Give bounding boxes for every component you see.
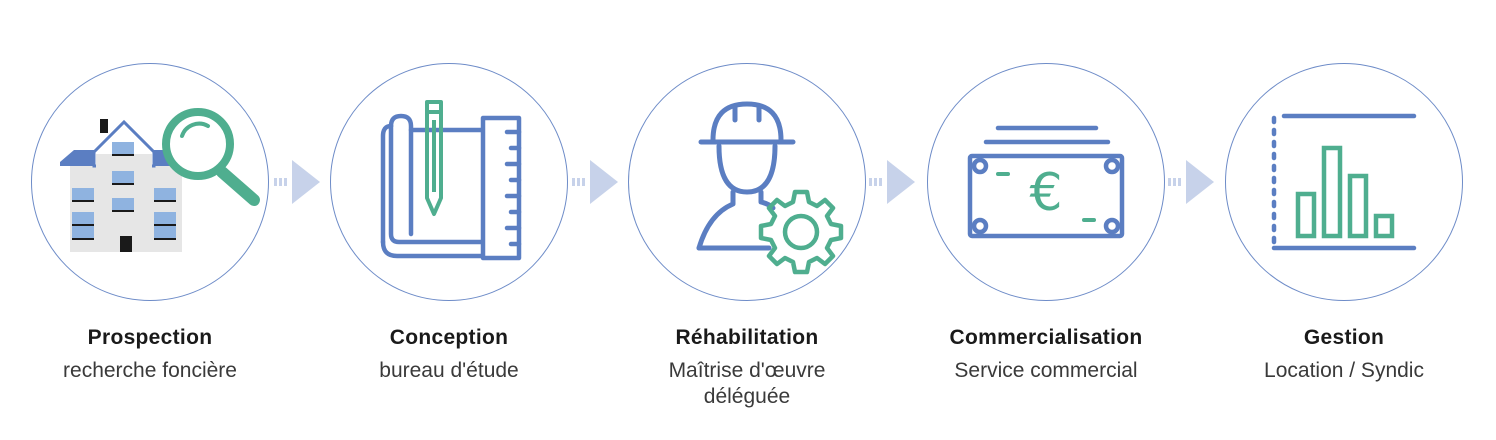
step-circle bbox=[1225, 63, 1463, 301]
step-subtitle: recherche foncière bbox=[63, 359, 237, 382]
svg-text:€: € bbox=[1029, 163, 1062, 223]
step-circle bbox=[330, 63, 568, 301]
step-subtitle-line1: Maîtrise d'œuvre bbox=[668, 359, 826, 382]
step-subtitle: Location / Syndic bbox=[1264, 359, 1424, 382]
building-magnifier-icon bbox=[60, 108, 260, 252]
step-prospection: Prospection recherche foncière bbox=[0, 0, 300, 440]
step-title: Commercialisation bbox=[949, 326, 1143, 349]
step-subtitle: Maîtrise d'œuvre déléguée bbox=[597, 358, 897, 410]
step-subtitle-line2: déléguée bbox=[703, 385, 791, 408]
bar-chart-icon bbox=[1271, 113, 1417, 251]
step-title: Réhabilitation bbox=[675, 326, 819, 349]
chevron-right-icon bbox=[274, 160, 320, 204]
step-gestion: Gestion Location / Syndic bbox=[1194, 0, 1494, 440]
step-subtitle: Service commercial bbox=[954, 359, 1138, 382]
step-rehabilitation: Réhabilitation Maîtrise d'œuvre déléguée bbox=[597, 0, 897, 440]
step-title: Conception bbox=[389, 326, 509, 349]
step-circle: € bbox=[927, 63, 1165, 301]
step-conception: Conception bureau d'étude bbox=[299, 0, 599, 440]
chevron-right-icon bbox=[869, 160, 915, 204]
step-commercialisation: € Commercialisation Service commercial bbox=[896, 0, 1196, 440]
blueprint-ruler-pencil-icon bbox=[380, 100, 522, 261]
step-circle bbox=[628, 63, 866, 301]
step-title: Gestion bbox=[1303, 326, 1385, 349]
step-title: Prospection bbox=[87, 326, 213, 349]
step-subtitle: bureau d'étude bbox=[379, 359, 519, 382]
worker-gear-icon bbox=[696, 101, 844, 275]
chevron-right-icon bbox=[572, 160, 618, 204]
euro-banknote-icon: € bbox=[967, 125, 1125, 239]
step-circle bbox=[31, 63, 269, 301]
chevron-right-icon bbox=[1168, 160, 1214, 204]
